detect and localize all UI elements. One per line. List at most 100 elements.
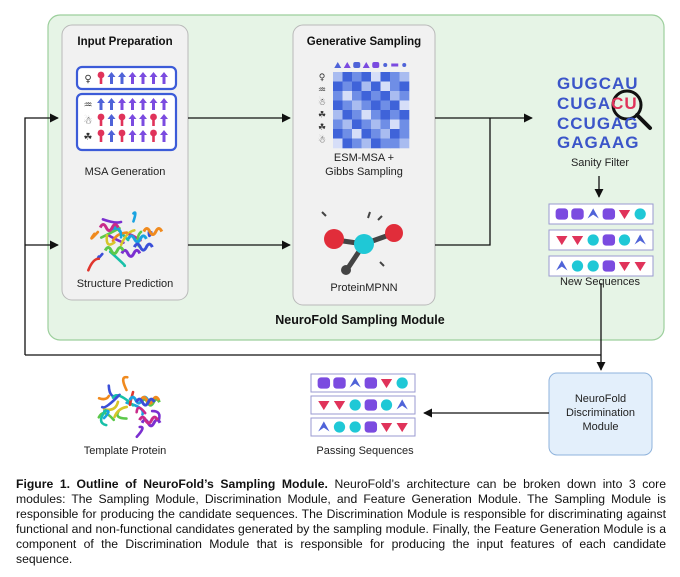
sanity-highlight: CU (611, 94, 638, 113)
msa-pin-icon (150, 129, 157, 137)
heatmap-cell (333, 72, 343, 82)
heatmap-cell (399, 110, 410, 120)
heatmap-cell (390, 91, 400, 101)
msa-arrow-icon (107, 130, 116, 142)
heatmap-cell (390, 129, 400, 139)
ribbon-segment (87, 257, 101, 272)
passing-sequences-boxes (310, 373, 416, 437)
token-circle-icon (380, 399, 393, 411)
heatmap-cell (380, 81, 391, 92)
token-circle-icon (618, 234, 631, 246)
esm-label-line1: ESM-MSA + (333, 152, 395, 164)
token-hex-icon (353, 62, 361, 68)
passing-sequences-label: Passing Sequences (316, 445, 414, 457)
msa-arrow-icon (139, 72, 147, 84)
heatmap-cell (380, 110, 391, 120)
esm-label-line2: Gibbs Sampling (325, 166, 403, 178)
msa-arrow-icon (107, 114, 116, 126)
species-icon: ☘ (318, 123, 326, 133)
heatmap-cell (361, 100, 372, 111)
discrimination-label-1: NeuroFold (574, 393, 627, 405)
helix-segment (127, 234, 148, 244)
heatmap-cell (352, 100, 362, 111)
msa-arrow-icon (128, 114, 137, 126)
heatmap-cell (333, 100, 343, 111)
heatmap-cell (352, 81, 362, 92)
token-blob-icon (364, 421, 378, 433)
msa-pin-stem (120, 119, 124, 126)
token-blob-icon (602, 260, 616, 272)
heatmap-cell (399, 119, 410, 130)
heatmap-cell (333, 119, 343, 130)
msa-pin-stem (99, 135, 103, 142)
template-protein-label: Template Protein (83, 445, 167, 457)
species-icon: ♀ (319, 73, 326, 83)
msa-arrow-icon (139, 98, 147, 110)
token-blob-icon (333, 377, 346, 389)
heatmap-cell (380, 129, 391, 139)
token-blob-icon (364, 399, 378, 411)
msa-arrow-icon (149, 98, 158, 110)
msa-generation-label: MSA Generation (84, 166, 166, 178)
heatmap-cell (390, 119, 400, 130)
helix-segment (133, 242, 154, 252)
helix-segment (135, 397, 156, 407)
token-triangle-icon (333, 401, 346, 411)
token-blob-icon (555, 208, 569, 220)
ribbon-segment (113, 405, 129, 419)
heatmap-cell (352, 119, 362, 130)
heatmap-cell (361, 91, 372, 101)
person-icon: ♀ (84, 74, 91, 85)
helix-segment (139, 395, 161, 405)
msa-pin-icon (97, 113, 105, 121)
caption-title: Figure 1. Outline of NeuroFold’s Samplin… (16, 477, 328, 491)
token-triangle-icon (618, 262, 631, 272)
heatmap-cell (352, 110, 362, 120)
heatmap-cell (390, 72, 400, 82)
heatmap-cell (342, 110, 353, 120)
msa-top-box (75, 65, 178, 91)
token-triangle-icon (380, 423, 393, 433)
heatmap-cell (342, 81, 353, 92)
token-triangle-icon (618, 210, 631, 220)
sanity-filter-label: Sanity Filter (570, 157, 630, 169)
helix-segment (142, 227, 164, 236)
token-circle-icon (587, 260, 599, 272)
msa-pin-stem (152, 119, 155, 126)
heatmap-cell (371, 119, 381, 130)
msa-pin-stem (99, 77, 103, 84)
heatmap-cell (380, 91, 391, 101)
msa-arrow-icon (128, 72, 137, 84)
discrimination-label-2: Discrimination (565, 407, 636, 419)
heatmap-cell (361, 72, 372, 82)
token-blob-icon (602, 208, 616, 220)
msa-pin-stem (99, 119, 103, 126)
msa-pin-icon (150, 113, 157, 121)
msa-pin-icon (97, 129, 105, 137)
token-dot-icon (383, 63, 388, 67)
token-hex-icon (372, 62, 380, 68)
token-chevron-icon (634, 234, 646, 245)
ribbon-segment (111, 231, 129, 243)
heatmap-cell (380, 119, 391, 130)
heatmap-cell (361, 110, 372, 120)
sanity-seq-line-2: CUGACU (557, 94, 638, 114)
msa-arrow-icon (139, 130, 147, 142)
ribbon-segment (97, 394, 111, 401)
token-circle-icon (571, 260, 584, 272)
heatmap-cell (333, 129, 343, 139)
token-chevron-icon (587, 208, 599, 219)
ribbon-segment (135, 406, 147, 415)
msa-pin-stem (152, 135, 155, 142)
heatmap-cell (352, 138, 362, 149)
heatmap-cell (390, 100, 400, 111)
msa-pin-icon (118, 113, 126, 121)
msa-arrow-icon (128, 98, 137, 110)
species-icon: ☘ (318, 111, 326, 121)
template-protein-icon (97, 375, 162, 439)
heatmap-cell (371, 72, 381, 82)
msa-arrow-icon (107, 72, 116, 84)
heatmap-cell (399, 138, 410, 149)
token-triangle-icon (362, 62, 370, 68)
